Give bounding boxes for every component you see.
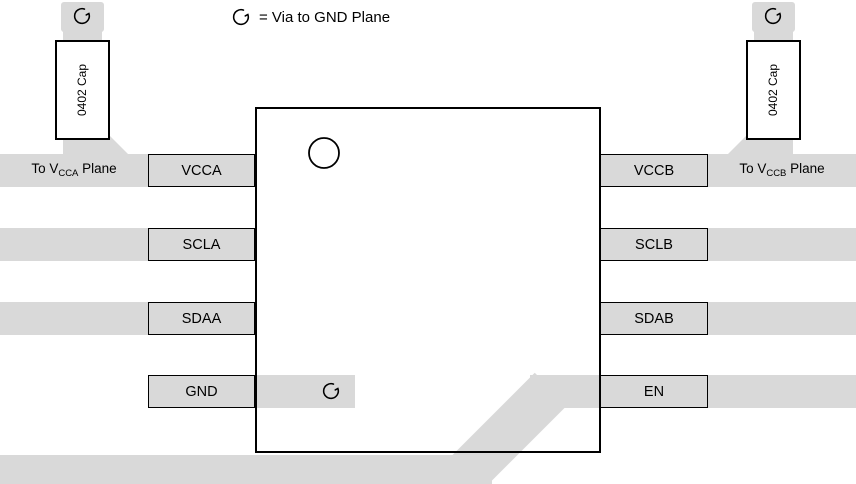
via-pad-right bbox=[752, 2, 795, 32]
trace-sdab-right bbox=[708, 302, 856, 335]
pin-scla: SCLA bbox=[148, 228, 255, 261]
pin-gnd: GND bbox=[148, 375, 255, 408]
vccb-plane-label-post: Plane bbox=[786, 161, 825, 176]
trace-sdaa-left bbox=[0, 302, 148, 335]
pin-vcca: VCCA bbox=[148, 154, 255, 187]
via-to-gnd-icon bbox=[322, 382, 340, 400]
vccb-plane-label-pre: To V bbox=[739, 161, 767, 176]
via-to-gnd-icon bbox=[73, 7, 91, 25]
legend: = Via to GND Plane bbox=[230, 6, 390, 28]
vcca-plane-label-sub: CCA bbox=[58, 168, 79, 179]
pin-vccb: VCCB bbox=[600, 154, 708, 187]
vcca-plane-label: To VCCA Plane bbox=[0, 161, 148, 179]
pin-sdab: SDAB bbox=[600, 302, 708, 335]
pin-sdaa: SDAA bbox=[148, 302, 255, 335]
pin-en: EN bbox=[600, 375, 708, 408]
capacitor-left-label: 0402 Cap bbox=[75, 63, 90, 117]
vccb-plane-label: To VCCB Plane bbox=[708, 161, 856, 179]
vcca-plane-label-post: Plane bbox=[78, 161, 117, 176]
trace-bottom-band bbox=[0, 455, 492, 484]
trace-en-diagonal bbox=[443, 372, 568, 484]
vccb-plane-label-sub: CCB bbox=[766, 168, 787, 179]
trace-cap-right-chamfer bbox=[704, 128, 754, 187]
capacitor-left: 0402 Cap bbox=[55, 40, 110, 140]
via-to-gnd-icon bbox=[232, 8, 250, 26]
vcca-plane-label-pre: To V bbox=[31, 161, 59, 176]
ic-body bbox=[255, 107, 601, 453]
trace-cap-left-chamfer bbox=[102, 128, 152, 187]
trace-sclb-right bbox=[708, 228, 856, 261]
capacitor-right: 0402 Cap bbox=[746, 40, 801, 140]
capacitor-right-label: 0402 Cap bbox=[766, 63, 781, 117]
pin1-indicator-icon bbox=[308, 137, 340, 169]
via-pad-left bbox=[61, 2, 104, 32]
pin-sclb: SCLB bbox=[600, 228, 708, 261]
legend-text: = Via to GND Plane bbox=[259, 8, 391, 26]
via-to-gnd-icon bbox=[764, 7, 782, 25]
trace-scla-left bbox=[0, 228, 148, 261]
